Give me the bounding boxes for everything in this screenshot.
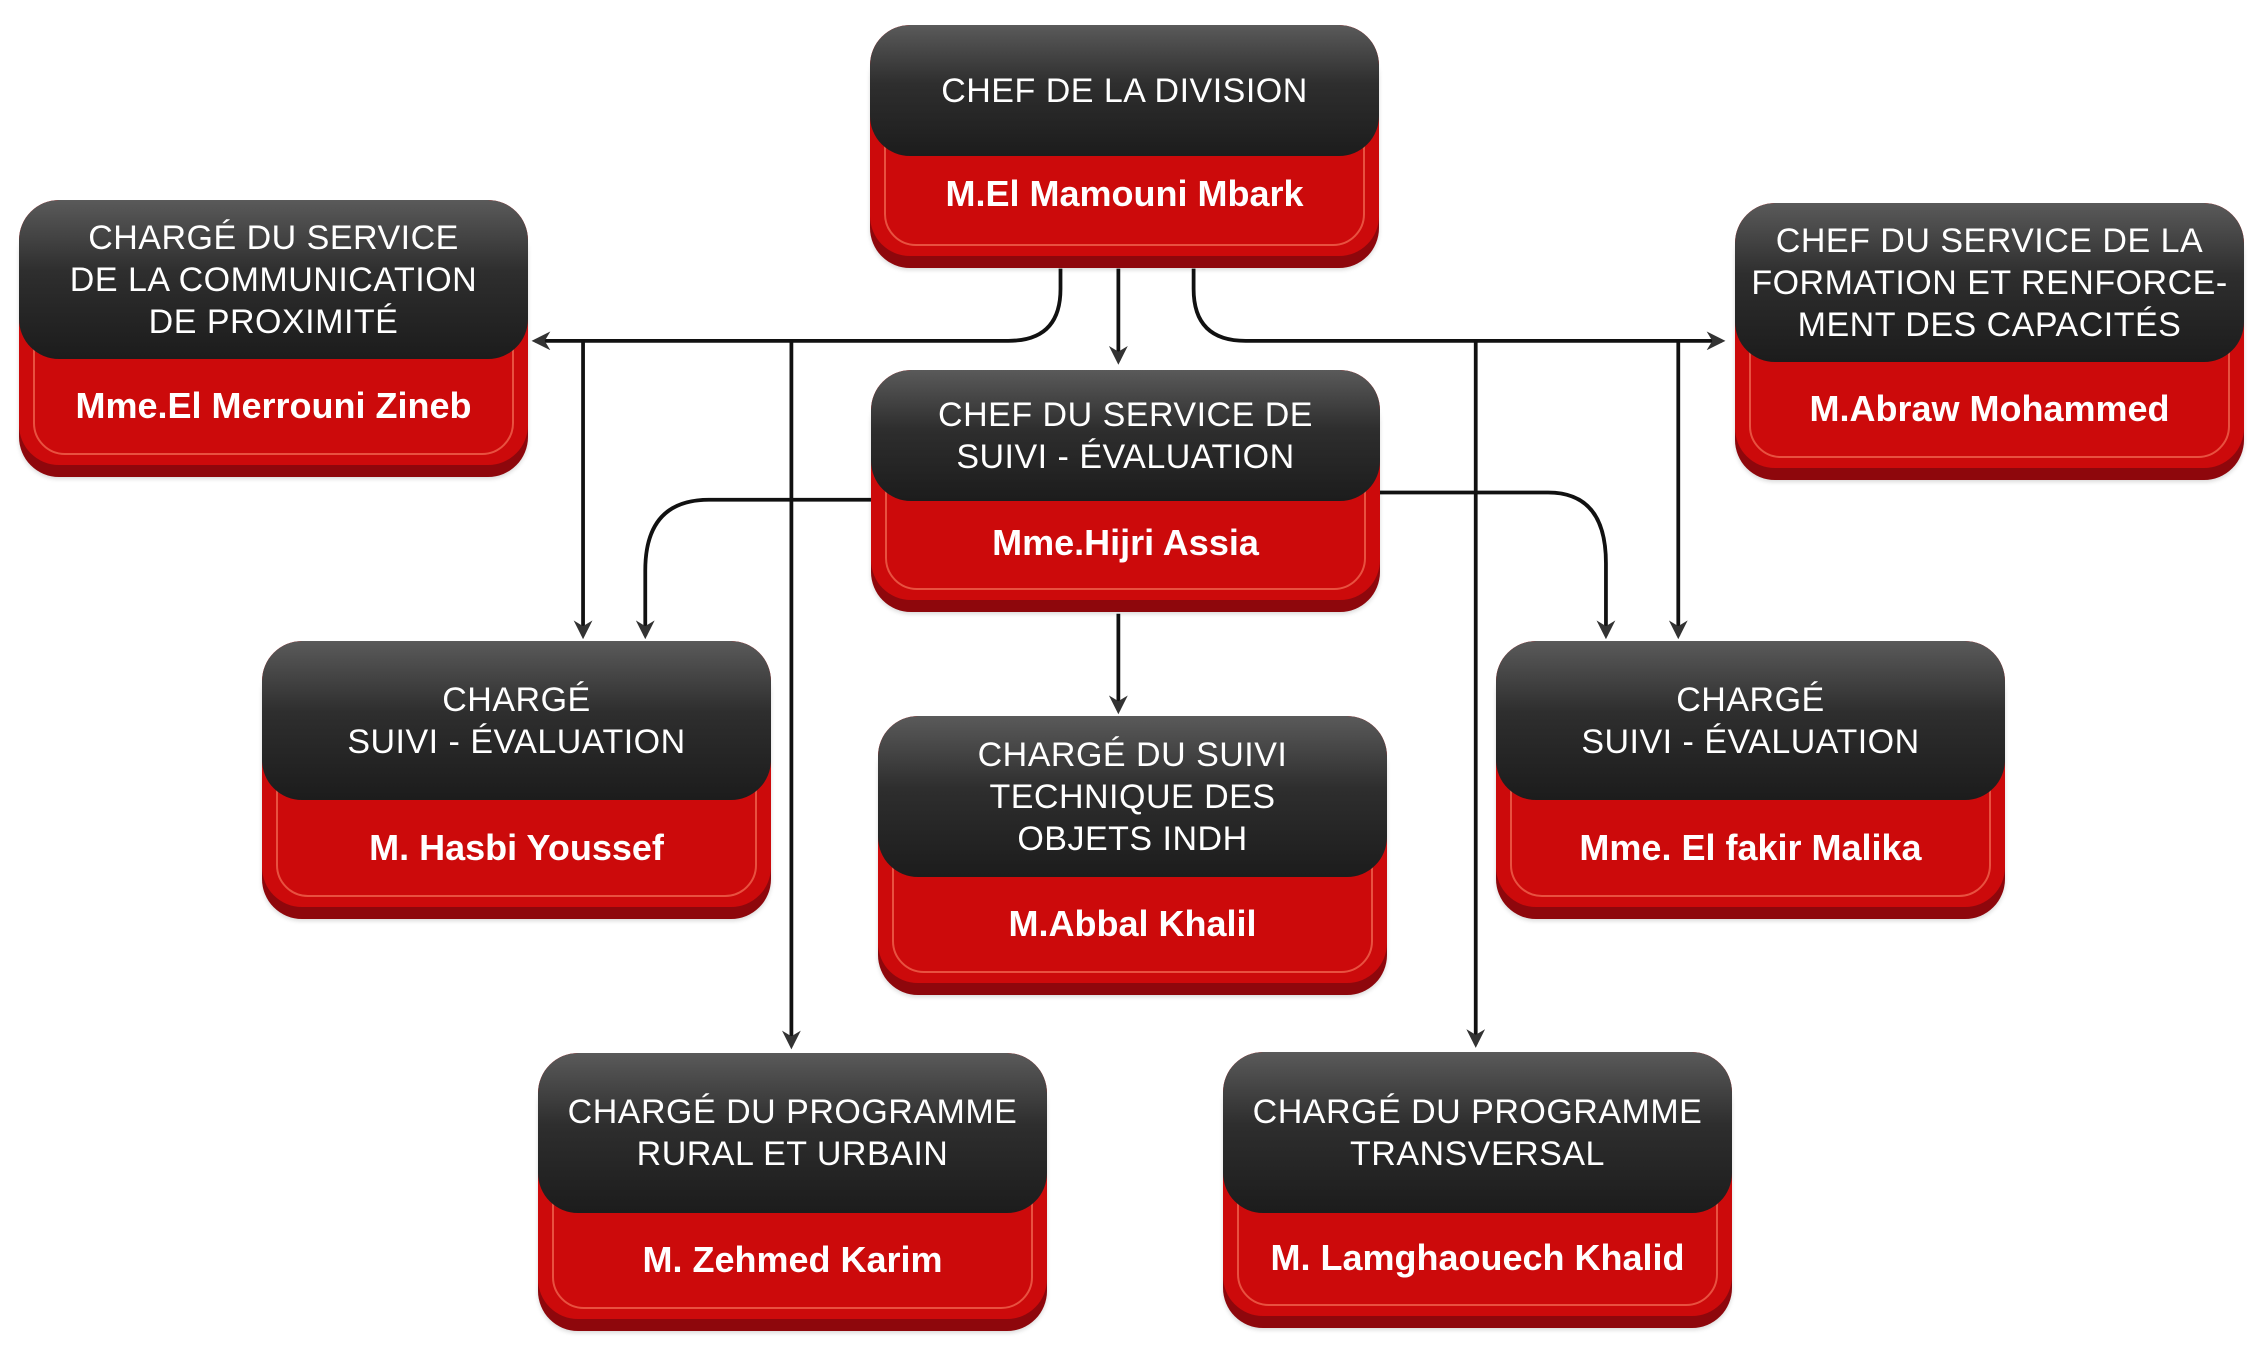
role-title: CHARGÉ DU SERVICE DE LA COMMUNICATION DE… <box>69 218 478 341</box>
person-name: M. Zehmed Karim <box>642 1239 943 1280</box>
org-node-suivi-left: CHARGÉ SUIVI - ÉVALUATION M. Hasbi Youss… <box>262 641 771 907</box>
org-node-formation: CHEF DU SERVICE DE LA FORMATION ET RENFO… <box>1735 203 2244 468</box>
role-title: CHARGÉ SUIVI - ÉVALUATION <box>1581 680 1920 761</box>
org-node-chief: CHEF DE LA DIVISION M.El Mamouni Mbark <box>870 25 1379 256</box>
person-name: M. Hasbi Youssef <box>369 826 664 868</box>
org-node-transversal: CHARGÉ DU PROGRAMME TRANSVERSAL M. Lamgh… <box>1223 1052 1732 1316</box>
role-title: CHARGÉ DU SUIVI TECHNIQUE DES OBJETS IND… <box>977 735 1288 858</box>
role-title: CHEF DE LA DIVISION <box>941 71 1308 110</box>
org-node-suivi-right: CHARGÉ SUIVI - ÉVALUATION Mme. El fakir … <box>1496 641 2005 907</box>
org-node-technique: CHARGÉ DU SUIVI TECHNIQUE DES OBJETS IND… <box>878 716 1387 983</box>
org-node-suivi: CHEF DU SERVICE DE SUIVI - ÉVALUATION Mm… <box>871 370 1380 600</box>
role-title: CHEF DU SERVICE DE LA FORMATION ET RENFO… <box>1751 221 2228 344</box>
role-title: CHARGÉ SUIVI - ÉVALUATION <box>347 680 686 761</box>
person-name: M.El Mamouni Mbark <box>945 173 1304 214</box>
role-title: CHARGÉ DU PROGRAMME RURAL ET URBAIN <box>567 1093 1018 1173</box>
person-name: M.Abbal Khalil <box>1008 903 1257 944</box>
person-name: M.Abraw Mohammed <box>1809 388 2170 429</box>
role-title: CHARGÉ DU PROGRAMME TRANSVERSAL <box>1252 1092 1703 1173</box>
person-name: M. Lamghaouech Khalid <box>1270 1237 1685 1278</box>
org-node-communication: CHARGÉ DU SERVICE DE LA COMMUNICATION DE… <box>19 200 528 465</box>
role-title: CHEF DU SERVICE DE SUIVI - ÉVALUATION <box>938 395 1313 476</box>
org-node-rural: CHARGÉ DU PROGRAMME RURAL ET URBAIN M. Z… <box>538 1053 1047 1319</box>
person-name: Mme.Hijri Assia <box>992 522 1259 563</box>
person-name: Mme.El Merrouni Zineb <box>75 385 472 426</box>
person-name: Mme. El fakir Malika <box>1579 826 1922 868</box>
